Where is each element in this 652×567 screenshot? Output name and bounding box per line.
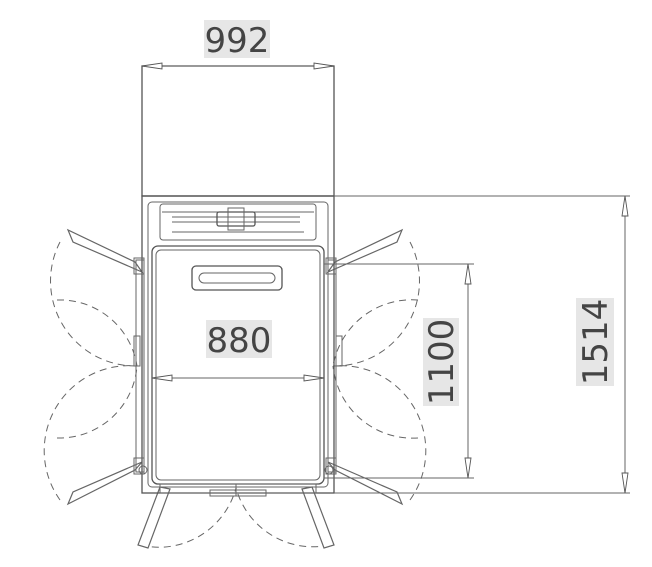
dimension-overall-depth: 1514 bbox=[334, 195, 630, 494]
dimension-inner-depth: 1100 bbox=[324, 263, 474, 479]
handle bbox=[191, 265, 283, 291]
top-enclosure bbox=[141, 65, 335, 197]
dimension-label-880: 880 bbox=[207, 321, 272, 361]
dimension-label-1514: 1514 bbox=[576, 299, 616, 386]
side-posts bbox=[133, 257, 343, 475]
top-mechanism bbox=[159, 203, 317, 241]
bottom-threshold bbox=[159, 483, 317, 497]
door-leaves bbox=[66, 228, 404, 549]
dimension-label-1100: 1100 bbox=[422, 319, 462, 406]
door-swing-arcs bbox=[43, 241, 427, 548]
dimension-overall-width: 992 bbox=[141, 20, 335, 70]
dimension-inner-width: 880 bbox=[151, 320, 325, 382]
dimension-label-992: 992 bbox=[205, 21, 270, 61]
